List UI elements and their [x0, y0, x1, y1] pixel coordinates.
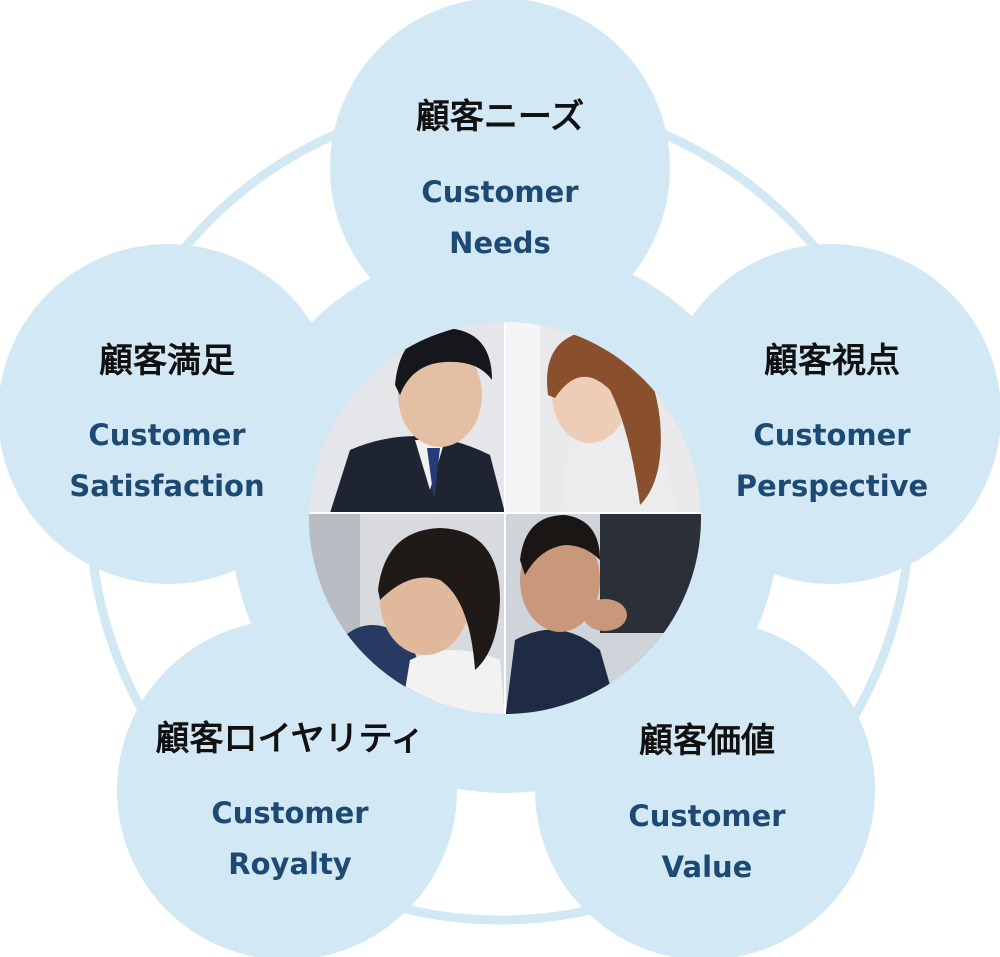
node-title-satisfaction: 顧客満足	[99, 341, 235, 381]
node-subtitle-royalty-line2: Royalty	[228, 847, 352, 881]
node-subtitle-satisfaction-line1: Customer	[88, 418, 246, 452]
node-subtitle-perspective-line1: Customer	[753, 418, 911, 452]
node-circle-satisfaction	[0, 244, 338, 584]
node-circle-royalty	[117, 620, 457, 957]
node-subtitle-perspective-line2: Perspective	[736, 469, 928, 503]
center-photo-collage	[309, 322, 701, 714]
node-subtitle-needs-line1: Customer	[421, 175, 579, 209]
node-title-needs: 顧客ニーズ	[416, 97, 584, 137]
node-title-royalty: 顧客ロイヤリティ	[156, 719, 425, 759]
node-subtitle-satisfaction-line2: Satisfaction	[69, 469, 264, 503]
node-circle-needs	[330, 0, 670, 338]
node-subtitle-value-line2: Value	[662, 850, 753, 884]
node-labels: 顧客ニーズ Customer Needs 顧客視点 Customer Persp…	[69, 97, 928, 884]
node-circle-perspective	[661, 244, 1000, 584]
node-subtitle-needs-line2: Needs	[449, 226, 551, 260]
person-photo-top-left	[309, 322, 505, 513]
node-title-perspective: 顧客視点	[764, 341, 900, 381]
node-subtitle-royalty-line1: Customer	[211, 796, 369, 830]
person-photo-top-right	[505, 322, 701, 513]
node-subtitle-value-line1: Customer	[628, 799, 786, 833]
node-circle-value	[535, 620, 875, 957]
node-title-value: 顧客価値	[639, 721, 775, 761]
